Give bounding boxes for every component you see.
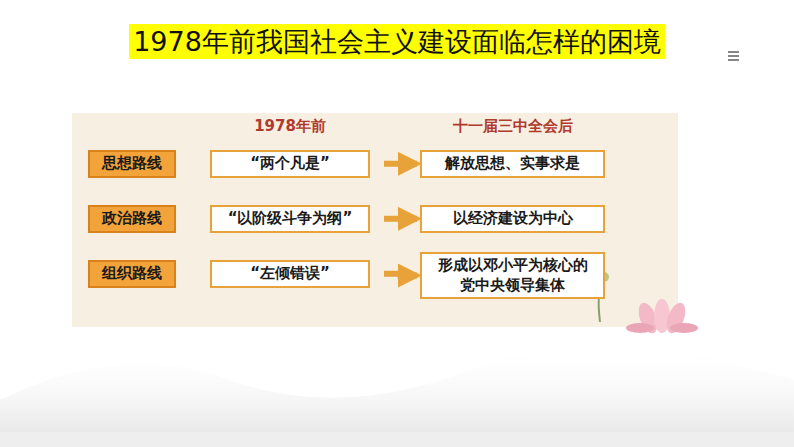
box-text: 解放思想、实事求是 <box>445 154 580 174</box>
title: 1978年前我国社会主义建设面临怎样的困境 <box>0 24 794 60</box>
content-box: “左倾错误” <box>210 260 370 288</box>
arrow-connector <box>384 161 417 167</box>
arrow-connector <box>384 216 417 222</box>
arrow-connector <box>384 274 417 276</box>
menu-icon <box>728 52 739 60</box>
box-text: 以经济建设为中心 <box>453 209 573 229</box>
box-text: 形成以邓小平为核心的 党中央领导集体 <box>428 256 597 295</box>
box-text: “两个凡是” <box>250 154 330 174</box>
content-box: “以阶级斗争为纲” <box>210 205 370 233</box>
box-text: “以阶级斗争为纲” <box>228 209 353 229</box>
content-box: 形成以邓小平为核心的 党中央领导集体 <box>420 252 605 299</box>
category-box: 思想路线 <box>88 150 176 178</box>
box-text: 思想路线 <box>102 154 162 174</box>
column-header: 十一届三中全会后 <box>420 117 605 136</box>
content-box: 解放思想、实事求是 <box>420 150 605 178</box>
lotus <box>599 272 698 336</box>
box-text: “左倾错误” <box>250 264 330 284</box>
title-text: 1978年前我国社会主义建设面临怎样的困境 <box>129 24 665 59</box>
category-box: 政治路线 <box>88 205 176 233</box>
footer-bar <box>0 432 794 447</box>
ink-mountains <box>0 342 794 432</box>
content-box: 以经济建设为中心 <box>420 205 605 233</box>
content-box: “两个凡是” <box>210 150 370 178</box>
category-box: 组织路线 <box>88 260 176 288</box>
column-header: 1978年前 <box>210 117 370 136</box>
panel <box>72 113 678 327</box>
box-text: 政治路线 <box>102 209 162 229</box>
box-text: 组织路线 <box>102 264 162 284</box>
